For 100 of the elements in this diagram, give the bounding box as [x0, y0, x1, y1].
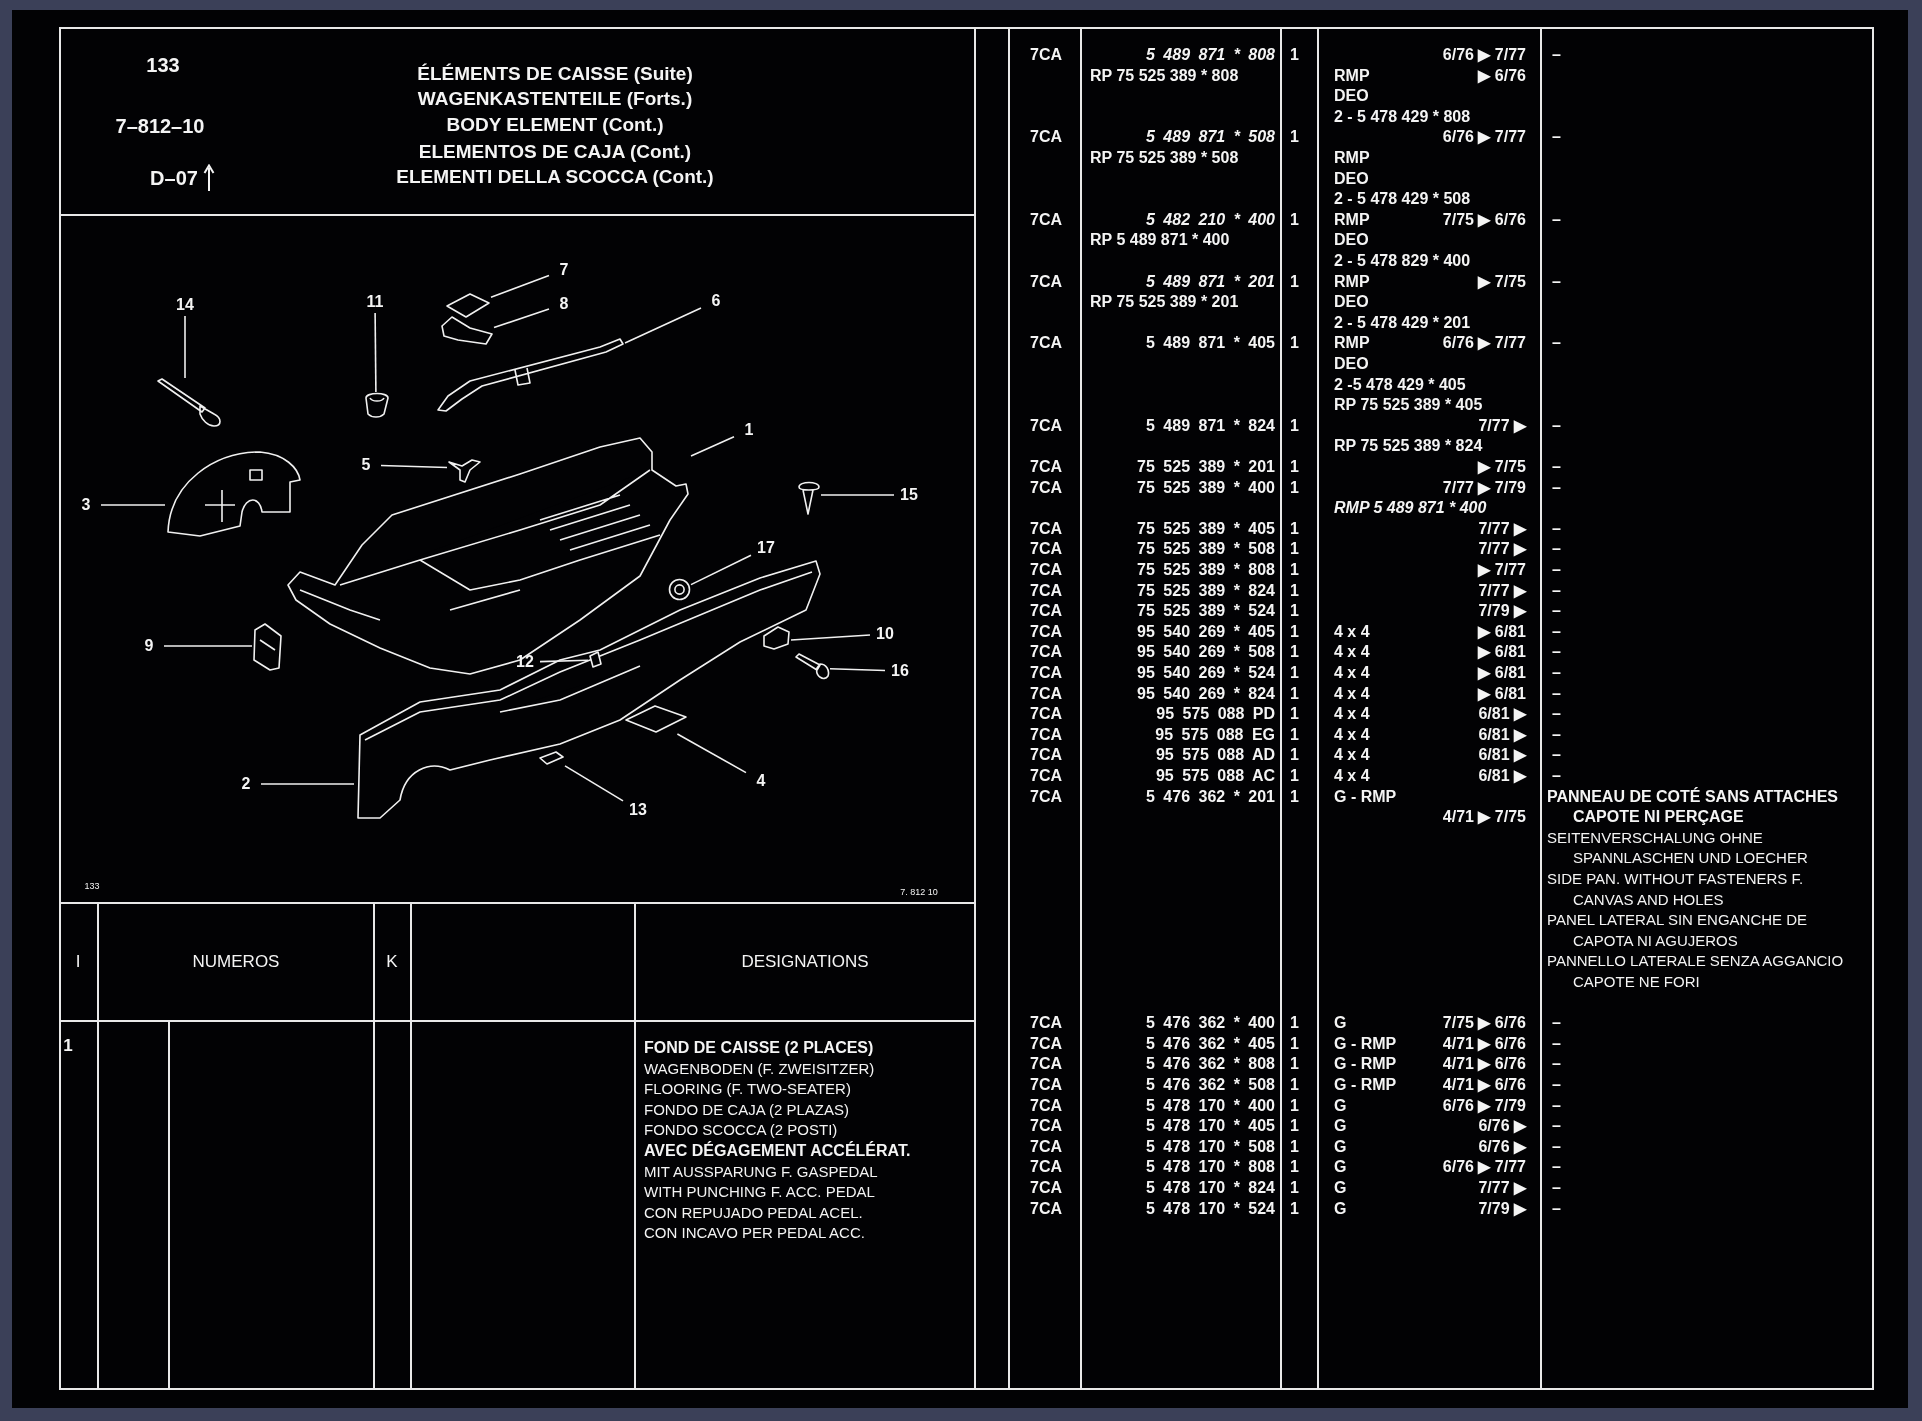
part-code: 7CA [1030, 1116, 1062, 1137]
catalog-reference: 7–812–10 [115, 114, 205, 138]
remark: 4 x 4 [1334, 704, 1370, 725]
remark: RMP [1334, 148, 1370, 168]
part-number: 95 575 088 AD [1155, 745, 1275, 766]
remark: 4 x 4 [1334, 642, 1370, 663]
leader-line [100, 504, 166, 506]
date-range: 7/75 ▶ 6/76 [1442, 209, 1526, 230]
replacement-number: RP 75 525 389 * 508 [1090, 148, 1239, 168]
grommet-drawing [668, 578, 691, 601]
clip-drawing [447, 457, 483, 484]
quantity: 1 [1290, 683, 1299, 704]
part-code: 7CA [1030, 786, 1062, 807]
part-number: 75 525 389 * 824 [1137, 580, 1275, 601]
date-range: ▶ 7/75 [1478, 457, 1526, 477]
catalog-reference: D–07 [150, 166, 198, 190]
date-range: ▶ 7/75 [1478, 271, 1526, 292]
dash-mark: – [1552, 1178, 1561, 1198]
callout-number: 9 [135, 636, 163, 656]
part-code: 7CA [1030, 621, 1062, 642]
part-code: 7CA [1030, 745, 1062, 766]
date-range: 7/77 ▶ [1478, 1178, 1526, 1198]
quantity: 1 [1290, 724, 1299, 745]
remark: RMP [1334, 271, 1370, 292]
dash-mark: – [1552, 1075, 1561, 1095]
remark: DEO [1334, 292, 1369, 313]
part-number: 5 489 871 * 824 [1146, 415, 1275, 436]
remark: 4 x 4 [1334, 724, 1370, 745]
dash-mark: – [1552, 415, 1561, 436]
dash-mark: – [1552, 766, 1561, 786]
replacement-number: RP 75 525 389 * 808 [1090, 65, 1239, 86]
leader-line [820, 494, 895, 496]
date-range: 7/79 ▶ [1478, 601, 1526, 622]
part-code: 7CA [1030, 663, 1062, 683]
date-range: 6/76 ▶ 7/77 [1442, 333, 1526, 354]
dash-mark: – [1552, 1136, 1561, 1157]
callout-number: 11 [361, 292, 389, 312]
dash-mark: – [1552, 1198, 1561, 1219]
date-range: 6/76 ▶ 7/77 [1442, 45, 1526, 65]
quantity: 1 [1290, 1198, 1299, 1219]
date-range: 6/76 ▶ 7/77 [1442, 1157, 1526, 1178]
callout-number: 4 [747, 771, 775, 791]
part-code: 7CA [1030, 601, 1062, 622]
dash-mark: – [1552, 1013, 1561, 1034]
remark: 4 x 4 [1334, 766, 1370, 786]
date-range: 4/71 ▶ 7/75 [1442, 807, 1526, 828]
date-range: ▶ 6/81 [1478, 663, 1526, 683]
part-number: 5 489 871 * 405 [1146, 333, 1275, 354]
leader-line [539, 659, 589, 663]
dash-mark: – [1552, 477, 1561, 498]
leader-line [676, 733, 747, 774]
callout-number: 17 [752, 538, 780, 558]
designation-text: FONDO SCOCCA (2 POSTI) [644, 1120, 839, 1141]
designation-text: SIDE PAN. WITHOUT FASTENERS F. CANVAS AND HOLES [1547, 868, 1805, 910]
callout-number: 15 [895, 485, 923, 505]
part-number: 5 476 362 * 400 [1146, 1013, 1275, 1034]
dash-mark: – [1552, 621, 1561, 642]
dash-mark: – [1552, 333, 1561, 354]
date-range: 7/77 ▶ [1478, 580, 1526, 601]
quantity: 1 [1290, 621, 1299, 642]
leader-line [829, 667, 886, 672]
part-code: 7CA [1030, 45, 1062, 65]
date-range: 6/81 ▶ [1478, 724, 1526, 745]
part-number: 5 478 170 * 405 [1146, 1116, 1275, 1137]
leader-line [493, 308, 550, 329]
quantity: 1 [1290, 1033, 1299, 1054]
dash-mark: – [1552, 704, 1561, 725]
designation-text: FONDO DE CAJA (2 PLAZAS) [644, 1099, 851, 1120]
leader-line [624, 307, 702, 344]
quantity: 1 [1290, 209, 1299, 230]
part-number: 95 540 269 * 824 [1137, 683, 1275, 704]
date-range: 7/77 ▶ [1478, 539, 1526, 560]
leader-line [564, 765, 624, 802]
remark: G [1334, 1157, 1347, 1178]
remark: G - RMP [1334, 1054, 1397, 1075]
quantity: 1 [1290, 518, 1299, 539]
part-number: 75 525 389 * 201 [1137, 457, 1275, 477]
part-code: 7CA [1030, 1095, 1062, 1116]
designation-text: WITH PUNCHING F. ACC. PEDAL [644, 1182, 876, 1203]
dash-mark: – [1552, 1033, 1561, 1054]
dash-mark: – [1552, 127, 1561, 148]
page-number: 133 [84, 881, 100, 891]
quantity: 1 [1290, 663, 1299, 683]
remark: 2 - 5 478 429 * 808 [1334, 106, 1471, 127]
leader-line [690, 554, 752, 586]
date-range: ▶ 6/81 [1478, 642, 1526, 663]
designation-text: AVEC DÉGAGEMENT ACCÉLÉRAT. [644, 1140, 912, 1161]
callout-number: 1 [735, 420, 763, 440]
part-code: 7CA [1030, 1198, 1062, 1219]
part-number: 95 540 269 * 508 [1137, 642, 1275, 663]
dash-mark: – [1552, 1054, 1561, 1075]
drawing-reference: 7. 812 10 [900, 887, 938, 897]
remark: G [1334, 1116, 1347, 1137]
remark: RMP [1334, 333, 1370, 354]
part-number: 5 476 362 * 405 [1146, 1033, 1275, 1054]
grommet-drawing [364, 392, 391, 419]
date-range: 6/81 ▶ [1478, 745, 1526, 766]
date-range: 7/77 ▶ [1478, 415, 1526, 436]
part-number: 5 476 362 * 201 [1146, 786, 1275, 807]
part-code: 7CA [1030, 704, 1062, 725]
